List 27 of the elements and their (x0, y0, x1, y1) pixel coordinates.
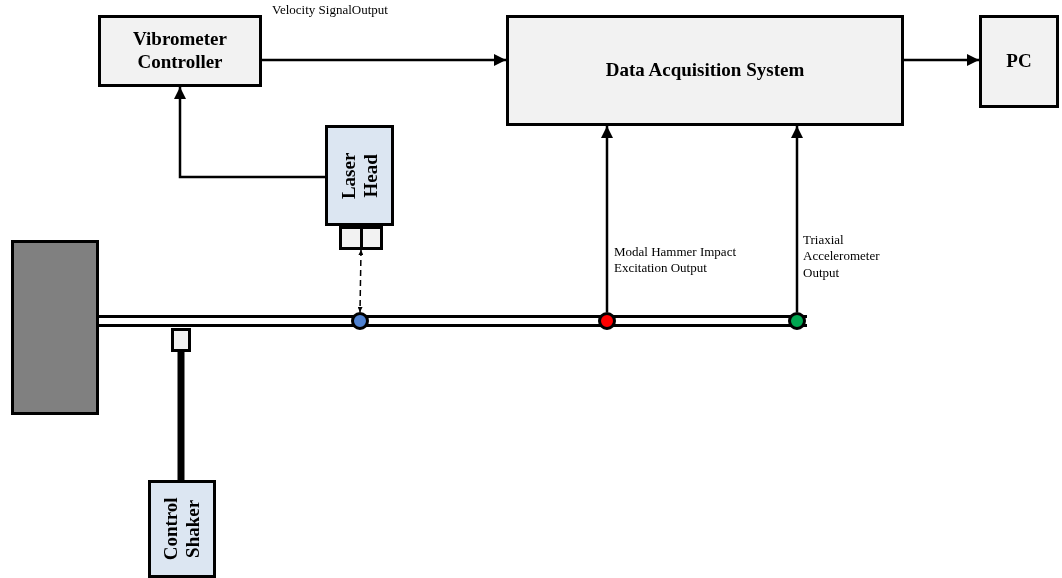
node-label: PC (1006, 49, 1032, 74)
wall-block (11, 240, 99, 415)
lens-box (339, 226, 383, 250)
sensor-point (788, 312, 806, 330)
node-label: Vibrometer Controller (132, 28, 228, 74)
computer-box (979, 15, 1059, 108)
edge-label: Triaxial Accelerometer Output (803, 232, 881, 281)
node-label: Data Acquisition System (605, 58, 805, 83)
node-label: Control Shaker (160, 496, 204, 563)
laser-head-box (325, 125, 394, 226)
arrow (791, 126, 803, 312)
impact-point (598, 312, 616, 330)
shaker-box (148, 480, 216, 578)
dashed-arrow (357, 249, 364, 313)
edge-label: Velocity SignalOutput (272, 2, 389, 19)
measurement-point (351, 312, 369, 330)
thick-line (177, 352, 185, 480)
arrow (904, 54, 979, 66)
shaker-mount (171, 328, 191, 352)
arrow (262, 54, 506, 66)
node-label: Laser Head (337, 151, 382, 201)
arrow (174, 87, 325, 179)
beam-bar (99, 315, 807, 327)
controller-box (98, 15, 262, 87)
acquisition-box (506, 15, 904, 126)
arrow (601, 126, 613, 312)
edge-label: Modal Hammer Impact Excitation Output (614, 244, 737, 277)
